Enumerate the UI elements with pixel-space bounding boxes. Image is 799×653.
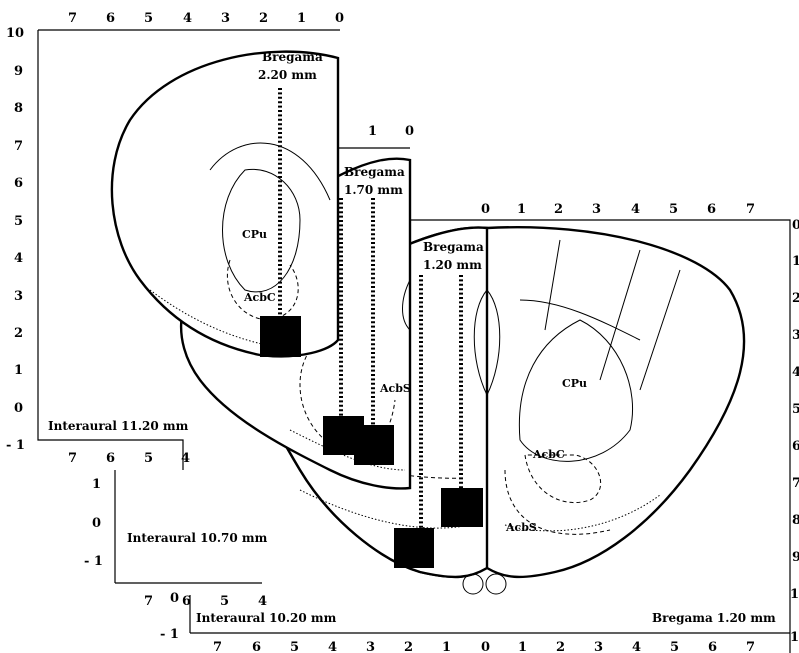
large-optic-right	[486, 574, 506, 594]
mid-bregma-value: 1.70 mm	[344, 183, 403, 197]
large-right-tick: 7	[792, 476, 799, 491]
small-bottom-tick: 4	[181, 451, 190, 466]
large-bottom-tick: 2	[404, 640, 413, 653]
large-right-tick: 11	[790, 630, 799, 645]
small-top-tick: 1	[297, 11, 306, 26]
large-left-tick: - 1	[160, 627, 179, 642]
mid-bottom-tick: 7	[144, 594, 153, 609]
mid-left-tick: 1	[92, 477, 101, 492]
large-bregma-caption: Bregama 1.20 mm	[652, 611, 776, 625]
large-right-ticks: 0 1 2 3 4 5 6 7 8 9 10 11	[790, 218, 799, 645]
small-left-tick: 9	[14, 64, 23, 79]
large-top-tick: 4	[631, 202, 640, 217]
small-region-acbc: AcbC	[243, 291, 276, 304]
small-bottom-tick: 5	[144, 451, 153, 466]
lesion-marker	[354, 425, 394, 465]
large-bottom-tick: 5	[670, 640, 679, 653]
mid-left-tick: 0	[92, 516, 101, 531]
mid-top-tick: 1	[368, 124, 377, 139]
small-left-tick: 1	[14, 363, 23, 378]
lesion-marker	[441, 488, 483, 527]
small-left-tick: 2	[14, 326, 23, 341]
small-interaural-caption: Interaural 11.20 mm	[48, 419, 189, 433]
large-top-tick: 2	[554, 202, 563, 217]
large-bottom-tick: 1	[518, 640, 527, 653]
large-interaural-caption: Interaural 10.20 mm	[196, 611, 337, 625]
mid-bottom-tick: 6	[182, 594, 191, 609]
small-top-tick: 3	[221, 11, 230, 26]
small-top-tick: 6	[106, 11, 115, 26]
small-top-ticks: 7 6 5 4 3 2 1 0	[68, 11, 344, 26]
small-top-tick: 7	[68, 11, 77, 26]
large-right-tick: 9	[792, 550, 799, 565]
large-right-tick: 10	[790, 587, 799, 602]
small-top-tick: 0	[335, 11, 344, 26]
small-top-tick: 2	[259, 11, 268, 26]
large-right-tick: 4	[792, 365, 799, 380]
large-bottom-tick: 7	[746, 640, 755, 653]
small-left-tick: 3	[14, 289, 23, 304]
mid-bottom-tick: 5	[220, 594, 229, 609]
small-bregma-label: Bregama	[262, 50, 323, 64]
large-bottom-tick: 6	[708, 640, 717, 653]
lesion-marker	[394, 528, 434, 568]
large-bottom-tick: 3	[594, 640, 603, 653]
mid-bottom-tick: 4	[258, 594, 267, 609]
mid-left-tick: - 1	[84, 554, 103, 569]
small-section-outline	[112, 52, 338, 357]
small-top-tick: 5	[144, 11, 153, 26]
large-right-tick: 3	[792, 328, 799, 343]
small-left-tick: 6	[14, 176, 23, 191]
large-bottom-tick: 0	[481, 640, 490, 653]
mid-top-tick: 0	[405, 124, 414, 139]
large-bottom-tick: 4	[632, 640, 641, 653]
large-top-ticks: 0 1 2 3 4 5 6 7	[481, 202, 755, 217]
mid-bregma-label: Bregama	[344, 165, 405, 179]
mid-region-acbs: AcbS	[379, 382, 411, 395]
large-top-tick: 5	[669, 202, 678, 217]
large-bottom-tick: 7	[213, 640, 222, 653]
large-optic-left	[463, 574, 483, 594]
large-bottom-tick: 5	[290, 640, 299, 653]
small-top-tick: 4	[183, 11, 192, 26]
large-top-tick: 0	[481, 202, 490, 217]
small-left-tick: 5	[14, 214, 23, 229]
small-left-tick: 0	[14, 401, 23, 416]
large-bottom-ticks: 7 6 5 4 3 2 1 0 1 2 3 4 5 6 7	[213, 640, 755, 653]
large-left-tick: 0	[170, 591, 179, 606]
large-bregma-label: Bregama	[423, 240, 484, 254]
large-right-tick: 8	[792, 513, 799, 528]
small-left-tick: 8	[14, 101, 23, 116]
small-bottom-tick: 7	[68, 451, 77, 466]
mid-interaural-caption: Interaural 10.70 mm	[127, 531, 268, 545]
small-bregma-value: 2.20 mm	[258, 68, 317, 82]
large-right-tick: 0	[792, 218, 799, 233]
large-top-tick: 6	[707, 202, 716, 217]
large-bottom-tick: 2	[556, 640, 565, 653]
small-left-tick: 10	[6, 26, 24, 41]
large-region-cpu: CPu	[562, 377, 587, 390]
small-left-tick: 4	[14, 251, 23, 266]
small-bottom-tick: 6	[106, 451, 115, 466]
large-right-tick: 6	[792, 439, 799, 454]
large-bottom-tick: 4	[328, 640, 337, 653]
large-right-tick: 2	[792, 291, 799, 306]
large-region-acbs: AcbS	[505, 521, 537, 534]
large-top-tick: 1	[517, 202, 526, 217]
large-top-tick: 7	[746, 202, 755, 217]
large-bregma-value: 1.20 mm	[423, 258, 482, 272]
large-bottom-tick: 3	[366, 640, 375, 653]
small-left-tick: - 1	[6, 438, 25, 453]
large-region-acbc: AcbC	[532, 448, 565, 461]
small-left-tick: 7	[14, 139, 23, 154]
small-left-ticks: 10 9 8 7 6 5 4 3 2 1 0 - 1	[6, 26, 25, 453]
small-region-cpu: CPu	[242, 228, 267, 241]
large-right-tick: 5	[792, 402, 799, 417]
lesion-marker	[260, 316, 301, 357]
large-right-tick: 1	[792, 254, 799, 269]
large-top-tick: 3	[592, 202, 601, 217]
large-bottom-tick: 1	[442, 640, 451, 653]
large-bottom-tick: 6	[252, 640, 261, 653]
